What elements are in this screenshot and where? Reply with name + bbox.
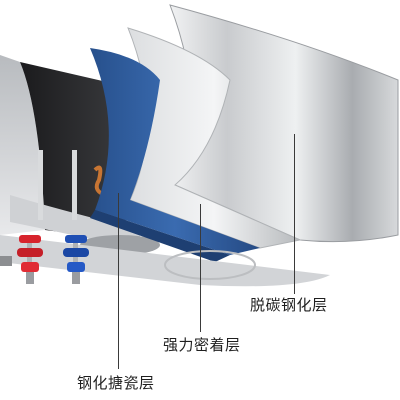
enamel-layer — [90, 48, 260, 255]
decarb-steel-layer-label: 脱碳钢化层 — [250, 296, 328, 314]
enamel-layer-callout-line — [118, 193, 119, 369]
adhesion-layer-callout-line — [200, 204, 201, 332]
enamel-steel-layer-label: 钢化搪瓷层 — [77, 374, 155, 392]
red-hot-water-valve — [17, 235, 43, 284]
strong-adhesion-layer-label: 强力密着层 — [163, 336, 241, 354]
blue-cold-water-valve — [63, 235, 89, 284]
decarb-layer-callout-line — [294, 134, 295, 294]
